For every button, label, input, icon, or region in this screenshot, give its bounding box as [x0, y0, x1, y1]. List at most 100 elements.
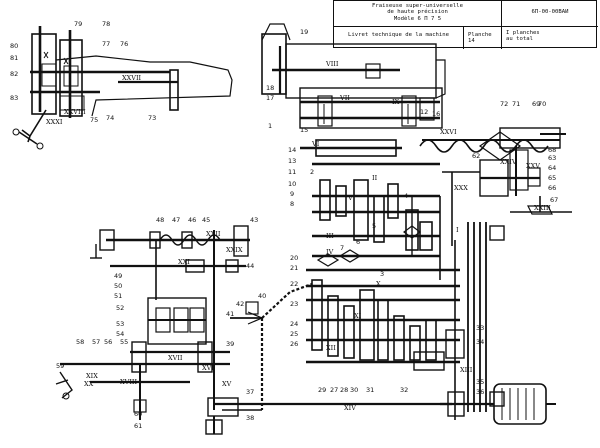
machine-title-line-2: de haute précision [387, 9, 448, 16]
callout-22: 22 [290, 280, 298, 288]
table-drive-assembly [419, 127, 572, 246]
callout-19: 19 [300, 28, 308, 36]
sheet-count-cell: I planches au total [502, 27, 598, 49]
shaft-label-XVII: XVII [168, 354, 183, 362]
callout-32: 32 [400, 386, 408, 394]
shaft-label-XX: XX [84, 380, 94, 388]
callout-53: 53 [116, 320, 124, 328]
shaft-label-XVIII: XVIII [120, 378, 137, 386]
shaft-label-XXII: XXII [206, 230, 221, 238]
document-number: 6П-00-00ВАИ [502, 1, 598, 27]
callout-52: 52 [116, 304, 124, 312]
callout-78: 78 [102, 20, 110, 28]
callout-25: 25 [290, 330, 298, 338]
callout-67: 67 [550, 196, 558, 204]
shaft-label-XIV: XIV [344, 404, 356, 412]
shaft-label-XIII: XIII [460, 366, 473, 374]
callout-65: 65 [548, 174, 556, 182]
callout-50: 50 [114, 282, 122, 290]
callout-10: 10 [288, 180, 296, 188]
callout-71: 71 [512, 100, 520, 108]
callout-79: 79 [74, 20, 82, 28]
callout-33: 33 [476, 324, 484, 332]
callout-43: 43 [250, 216, 258, 224]
shaft-label-XXXI: XXXI [46, 118, 63, 126]
callout-12: 12 [420, 108, 428, 116]
callout-15: 15 [300, 126, 308, 134]
shaft-label-VII: VII [339, 94, 350, 102]
callout-66: 66 [548, 184, 556, 192]
callout-82: 82 [10, 70, 18, 78]
callout-11: 11 [288, 168, 296, 176]
callout-36: 36 [476, 388, 484, 396]
shaft-label-XXVII: XXVII [122, 74, 142, 82]
callout-4: 4 [404, 192, 408, 200]
machine-title-cell: Fraiseuse super-universelle de haute pré… [334, 1, 502, 27]
callout-62: 62 [472, 152, 480, 160]
callout-3: 3 [380, 270, 384, 278]
bottom-shaft-assembly [205, 397, 452, 435]
callout-27: 27 [330, 386, 338, 394]
callout-17: 17 [266, 94, 274, 102]
callout-44: 44 [246, 262, 254, 270]
auxiliary-feed-box [55, 225, 264, 420]
callout-20: 20 [290, 254, 298, 262]
callout-69: 69 [532, 100, 540, 108]
callout-80: 80 [10, 42, 18, 50]
shaft-labels: I II III IV V VI VII VIII IX X XI XII XI… [46, 60, 551, 412]
callout-35: 35 [476, 378, 484, 386]
spindle-head-assembly [261, 23, 446, 129]
feed-chain [260, 282, 313, 410]
callout-41: 41 [226, 310, 234, 318]
shaft-label-XII: XII [326, 344, 336, 352]
callout-81: 81 [10, 54, 18, 62]
shaft-label-XXVIII: XXVIII [64, 108, 86, 116]
callout-57: 57 [92, 338, 100, 346]
callout-59: 59 [56, 362, 64, 370]
callout-40: 40 [258, 292, 266, 300]
shaft-label-VIII: VIII [325, 60, 339, 68]
shaft-label-I: I [456, 226, 459, 234]
callout-45: 45 [202, 216, 210, 224]
callout-14: 14 [288, 146, 296, 154]
shaft-label-IX: IX [392, 98, 400, 106]
callout-63: 63 [548, 154, 556, 162]
speed-gearbox [300, 139, 441, 280]
callout-16: 16 [432, 110, 440, 118]
shaft-label-XXV: XXV [526, 162, 540, 170]
callout-56: 56 [104, 338, 112, 346]
machine-title-line-1: Fraiseuse super-universelle [372, 3, 463, 9]
callout-9: 9 [290, 190, 294, 198]
shaft-label-XXX: XXX [454, 184, 468, 192]
callout-24: 24 [290, 320, 298, 328]
callout-13: 13 [288, 157, 296, 165]
shaft-label-XI: XI [354, 312, 362, 320]
callout-49: 49 [114, 272, 122, 280]
sheet-label: Planche 14 [464, 27, 502, 49]
shaft-label-XXIX: XXIX [226, 246, 243, 254]
callout-5: 5 [372, 222, 376, 230]
title-block: Fraiseuse super-universelle de haute pré… [333, 0, 598, 49]
machine-model: Modèle 6 П 7 5 [393, 15, 442, 22]
shaft-label-VI: VI [311, 140, 320, 148]
callout-76: 76 [120, 40, 128, 48]
callout-23: 23 [290, 300, 298, 308]
callout-38: 38 [246, 414, 254, 422]
shaft-label-XXVI: XXVI [440, 128, 457, 136]
callout-8: 8 [290, 200, 294, 208]
shaft-label-III: III [326, 232, 334, 240]
callout-21: 21 [290, 264, 298, 272]
callout-42: 42 [236, 300, 244, 308]
callout-72: 72 [500, 100, 508, 108]
callout-28: 28 [340, 386, 348, 394]
callout-18: 18 [266, 84, 274, 92]
callout-34: 34 [476, 338, 484, 346]
callout-1: 1 [268, 122, 272, 130]
callout-77: 77 [102, 40, 110, 48]
callout-58: 58 [76, 338, 84, 346]
callout-37: 37 [246, 388, 254, 396]
sheet-count-line-1: I planches [506, 30, 540, 36]
callout-6: 6 [356, 238, 360, 246]
callout-75: 75 [90, 116, 98, 124]
